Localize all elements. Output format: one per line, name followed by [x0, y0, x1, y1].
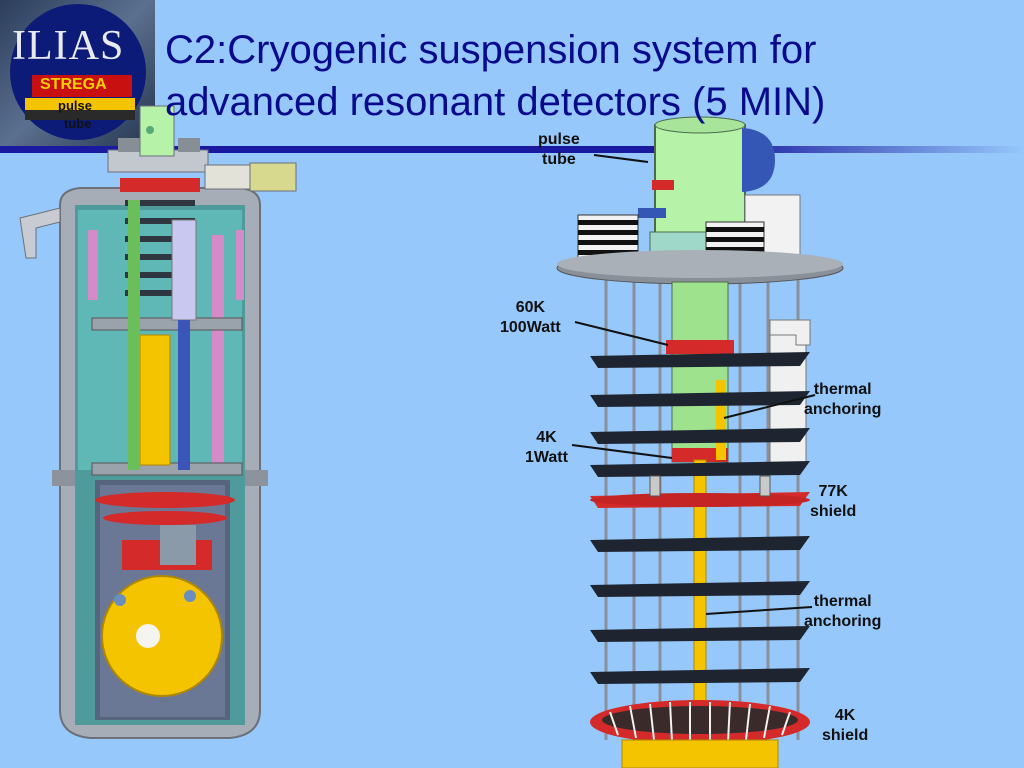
logo: ILIAS STREGA pulse tube — [0, 0, 155, 146]
label-60k-100watt: 60K 100Watt — [500, 298, 561, 338]
label-thermal-anchoring-lower-line1: thermal — [813, 593, 872, 610]
logo-subtitle: STREGA — [40, 76, 107, 93]
label-4k-line2: 1Watt — [525, 449, 568, 466]
label-thermal-anchoring-upper: thermal anchoring — [804, 380, 881, 420]
label-4k-1watt: 4K 1Watt — [525, 428, 568, 468]
label-pulse-tube: pulse tube — [538, 130, 580, 170]
label-pulse-tube-line1: pulse — [538, 131, 580, 148]
label-pulse-tube-line2: tube — [542, 151, 576, 168]
logo-tube-label: tube — [64, 116, 92, 131]
label-thermal-anchoring-lower: thermal anchoring — [804, 592, 881, 632]
label-4k-shield-line2: shield — [822, 727, 869, 744]
label-77k-shield-line1: 77K — [818, 483, 848, 500]
slide-title-line-1: C2:Cryogenic suspension system for — [165, 28, 817, 72]
label-thermal-anchoring-upper-line1: thermal — [813, 381, 872, 398]
label-60k-line2: 100Watt — [500, 319, 561, 336]
label-77k-shield: 77K shield — [810, 482, 856, 522]
label-4k-shield-line1: 4K — [834, 707, 856, 724]
slide-title-line-2: advanced resonant detectors (5 MIN) — [165, 80, 826, 124]
label-thermal-anchoring-upper-line2: anchoring — [804, 401, 882, 418]
label-60k-line1: 60K — [515, 299, 546, 316]
label-thermal-anchoring-lower-line2: anchoring — [804, 613, 882, 630]
label-77k-shield-line2: shield — [810, 503, 857, 520]
logo-title: ILIAS — [12, 23, 125, 69]
label-4k-shield: 4K shield — [822, 706, 868, 746]
label-4k-line1: 4K — [536, 429, 557, 446]
logo-pulse-label: pulse — [58, 98, 92, 113]
